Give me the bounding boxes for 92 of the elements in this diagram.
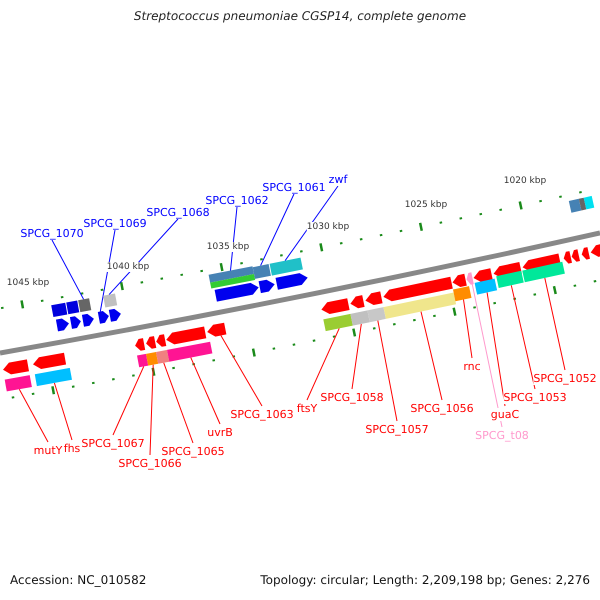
leader-line [352,323,362,390]
leader-line [52,240,84,300]
gene-label: SPCG_1052 [533,372,597,385]
gene-category-block [156,350,170,364]
gene-feature [452,274,467,287]
gene-feature [33,352,66,369]
gene-label: SPCG_1056 [410,402,474,415]
leader-line [284,186,338,262]
gene-label: SPCG_1065 [161,445,225,458]
gene-label: SPCG_1067 [81,437,145,450]
gene-category-block [474,278,498,295]
gene-label: SPCG_1068 [146,206,210,219]
leader-line [220,335,262,406]
gene-feature [3,359,29,374]
gene-feature [98,311,109,324]
leader-line [163,362,194,444]
leader-line [18,388,48,442]
gene-category-block [350,310,370,326]
gene-category-block [34,368,72,386]
genome-info-text: Topology: circular; Length: 2,209,198 bp; Genes: 2,276 [260,573,590,587]
leader-line [486,292,506,406]
gene-category-block [137,354,148,368]
gene-category-block [4,375,32,392]
gene-feature [350,295,365,308]
gene-category-block [252,264,271,279]
scale-label: 1045 kbp [6,278,50,288]
leader-line [150,364,154,456]
leader-line [544,278,566,370]
gene-category-block [578,198,586,210]
gene-feature [82,314,94,327]
gene-feature [474,268,493,282]
leader-line [100,230,116,312]
leader-line [306,328,340,400]
gene-feature [56,318,69,332]
gene-label: SPCG_1053 [503,391,567,404]
leader-line [190,357,220,424]
gene-category-block [66,300,80,314]
gene-label: SPCG_1057 [365,423,429,436]
leader-line [377,320,398,422]
gene-feature [564,251,572,264]
gene-category-block [383,292,456,319]
gene-category-block [522,262,565,282]
scale-label: 1020 kbp [504,176,546,186]
gene-feature [258,280,275,294]
gene-feature [383,276,453,302]
gene-feature [365,291,383,305]
scale-label: 1025 kbp [404,200,448,210]
gene-label: fhs [64,442,80,455]
gene-feature [135,338,146,351]
gene-label: SPCG_1058 [320,391,384,404]
gene-feature [590,244,600,257]
gene-category-block [167,342,212,362]
leader-line [472,284,502,428]
gene-label: uvrB [207,426,233,439]
gene-category-block [323,314,353,332]
gene-feature [70,316,81,329]
gene-label: guaC [490,408,520,421]
gene-category-block [584,196,594,210]
gene-label: ftsY [296,402,318,415]
leader-line [112,366,144,436]
gene-category-block [568,198,582,213]
gene-label: SPCG_t08 [475,429,529,442]
gene-label: mutY [34,444,62,457]
gene-feature [572,249,580,262]
gene-label: SPCG_1066 [118,457,182,470]
gene-label: SPCG_1069 [83,217,147,230]
gene-feature [207,322,226,337]
leader-line [108,218,178,296]
gene-category-block [103,294,118,308]
gene-category-block [453,286,472,302]
gene-feature [108,308,121,322]
gene-category-block [367,307,386,322]
gene-label: SPCG_1062 [205,194,269,207]
gene-category-block [496,270,524,288]
leader-line [54,382,72,440]
gene-label: SPCG_1063 [230,408,294,421]
gene-feature [582,247,590,260]
scale-label: 1035 kbp [206,242,250,252]
gene-label: SPCG_1061 [262,181,326,194]
accession-text: Accession: NC_010582 [10,573,146,587]
gene-category-block [146,352,158,366]
genome-title: Streptococcus pneumoniae CGSP14, complete genome [132,9,468,23]
gene-label: zwf [328,173,348,186]
scale-label: 1030 kbp [306,222,350,232]
gene-feature [146,336,156,349]
gene-category-block [51,302,68,317]
gene-category-block [270,258,303,276]
gene-category-block [210,274,256,288]
gene-label: SPCG_1070 [20,227,84,240]
gene-category-block [78,298,92,312]
leader-line [463,299,472,358]
scale-label: 1040 kbp [106,262,150,272]
